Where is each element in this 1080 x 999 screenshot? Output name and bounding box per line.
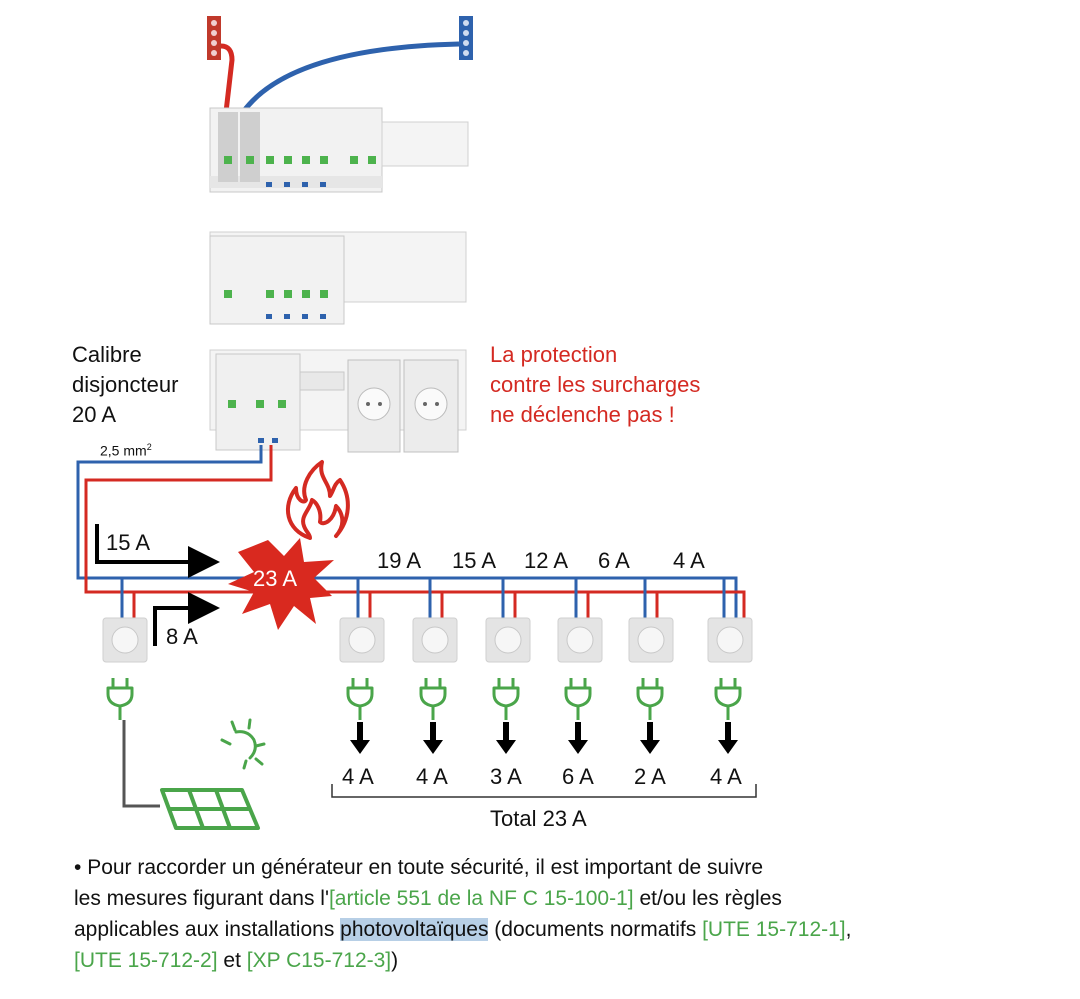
phase-terminal-bar: [207, 16, 221, 60]
total-label: Total 23 A: [490, 806, 587, 831]
para-text-5: (documents normatifs: [488, 918, 703, 941]
neutral-terminal-bar: [459, 16, 473, 60]
load-current: 4 A: [342, 764, 374, 789]
warning-line1: La protection: [490, 342, 618, 367]
highlighted-word: photovoltaïques: [340, 918, 489, 941]
load-current: 4 A: [710, 764, 742, 789]
socket-drops: [120, 578, 726, 622]
phase-circuit-wire: [84, 445, 746, 622]
para-text-8: ): [391, 949, 399, 972]
segment-current: 19 A: [377, 548, 422, 573]
burst-icon: [228, 538, 334, 630]
para-text-2: les mesures figurant dans l': [74, 887, 329, 910]
arrow-from-panel: [95, 524, 220, 578]
para-text-3: et/ou les règles: [633, 887, 782, 910]
neutral-supply-wire: [240, 41, 460, 114]
para-text-1: Pour raccorder un générateur en toute sé…: [81, 856, 764, 879]
flame-icon: [286, 460, 350, 540]
segment-current: 4 A: [673, 548, 705, 573]
para-text-4: applicables aux installations: [74, 918, 341, 941]
generator-cable: [122, 720, 160, 808]
breaker-label-line3: 20 A: [72, 402, 117, 427]
load-current: 6 A: [562, 764, 594, 789]
link-article-551[interactable]: [article 551 de la NF C 15-100-1]: [328, 887, 634, 910]
phase-supply-wire: [220, 43, 235, 113]
sun-icon: [220, 718, 266, 770]
total-bracket: [331, 784, 757, 798]
segment-current: 6 A: [598, 548, 630, 573]
load-current: 4 A: [416, 764, 448, 789]
segment-current: 15 A: [452, 548, 497, 573]
panel-icon: [209, 107, 469, 453]
cable-section-value: 2,5 mm: [100, 442, 147, 459]
neutral-circuit-wire: [76, 445, 738, 622]
load-current: 3 A: [490, 764, 522, 789]
para-text-6: ,: [845, 918, 852, 941]
warning-line2: contre les surcharges: [490, 372, 701, 397]
solar-panel-icon: [160, 788, 260, 830]
link-xp-c15-712-3[interactable]: [XP C15-712-3]: [246, 949, 392, 972]
arrow-from-generator: [153, 592, 220, 646]
bullet: •: [74, 856, 82, 879]
para-text-7: et: [217, 949, 247, 972]
segment-current: 12 A: [524, 548, 569, 573]
link-ute-15-712-1[interactable]: [UTE 15-712-1]: [702, 918, 846, 941]
cable-section-label: 2,5 mm2: [100, 442, 152, 459]
arrow-down-icon: [350, 722, 738, 754]
plug-icon: [106, 678, 742, 720]
load-current: 2 A: [634, 764, 666, 789]
overload-current-label: 23 A: [253, 566, 298, 591]
breaker-label-line2: disjoncteur: [72, 372, 179, 397]
flow-from-generator-label: 8 A: [166, 624, 198, 649]
warning-line3: ne déclenche pas !: [490, 402, 675, 427]
breaker-label-line1: Calibre: [72, 342, 142, 367]
info-paragraph: • Pour raccorder un générateur en toute …: [74, 852, 1064, 976]
flow-from-panel-label: 15 A: [106, 530, 151, 555]
socket-icon: [102, 617, 753, 663]
cable-section-exponent: 2: [146, 442, 152, 452]
link-ute-15-712-2[interactable]: [UTE 15-712-2]: [74, 949, 218, 972]
